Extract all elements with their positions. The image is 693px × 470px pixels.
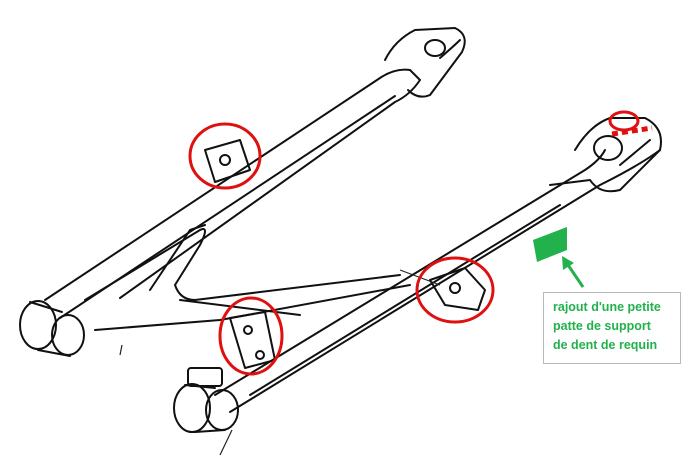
arrow-icon <box>562 256 585 288</box>
annotation-line: de dent de requin <box>553 338 658 352</box>
marker-upper-bracket <box>188 122 262 190</box>
marker-cross-bracket <box>218 296 284 376</box>
marker-lower-bracket <box>415 256 495 324</box>
dashed-red-line <box>611 125 653 137</box>
annotation-line: rajout d'une petite <box>553 300 661 314</box>
new-bracket-green <box>533 227 567 262</box>
annotation-box: rajout d'une petite patte de support de … <box>543 292 681 364</box>
swingarm-outline <box>19 27 662 456</box>
annotation-line: patte de support <box>553 319 651 333</box>
marker-axle-slot <box>608 110 640 132</box>
red-circle-markers <box>188 110 653 376</box>
